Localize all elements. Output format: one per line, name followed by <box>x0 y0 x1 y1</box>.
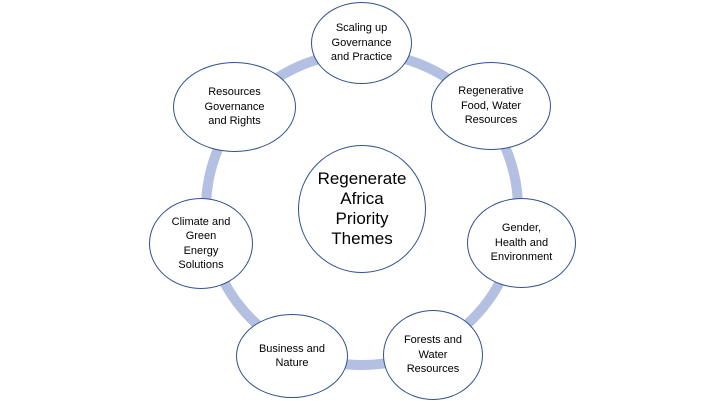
theme-label: Forests and Water Resources <box>403 334 463 376</box>
theme-forests-water-resources: Forests and Water Resources <box>383 310 483 400</box>
center-theme-circle: Regenerate Africa Priority Themes <box>298 145 426 273</box>
theme-label: Scaling up Governance and Practice <box>330 22 393 64</box>
theme-scaling-up-governance: Scaling up Governance and Practice <box>311 2 412 84</box>
theme-label: Gender, Health and Environment <box>490 222 553 264</box>
theme-label: Climate and Green Energy Solutions <box>171 215 231 272</box>
theme-gender-health-environment: Gender, Health and Environment <box>467 198 576 288</box>
theme-label: Resources Governance and Rights <box>204 86 265 128</box>
theme-business-and-nature: Business and Nature <box>236 314 348 398</box>
theme-climate-green-energy: Climate and Green Energy Solutions <box>149 198 253 289</box>
theme-regenerative-food-water: Regenerative Food, Water Resources <box>431 62 551 150</box>
theme-resources-governance-rights: Resources Governance and Rights <box>173 62 296 152</box>
center-theme-label: Regenerate Africa Priority Themes <box>317 169 407 248</box>
theme-label: Regenerative Food, Water Resources <box>458 85 524 127</box>
theme-label: Business and Nature <box>258 342 326 370</box>
